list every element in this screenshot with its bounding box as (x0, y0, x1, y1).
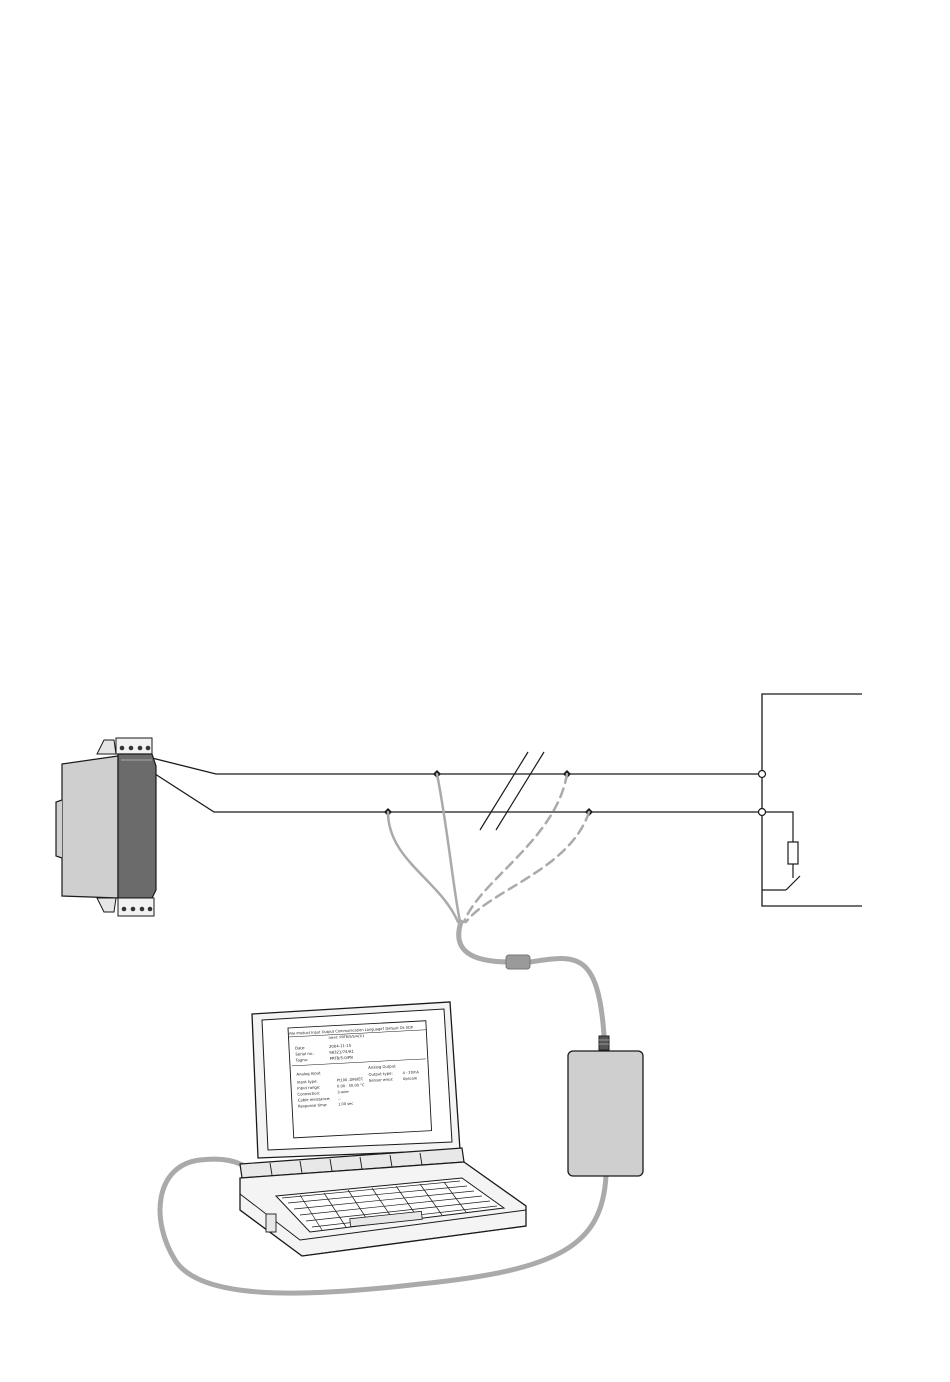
svg-text:Serial no.:: Serial no.: (295, 1051, 314, 1057)
cable-ferrite (505, 954, 531, 970)
terminal-bottom (757, 807, 767, 817)
usb-cable (157, 1156, 609, 1296)
svg-text:0.00 - 50.00 °C: 0.00 - 50.00 °C (337, 1083, 365, 1088)
svg-text:Connection:: Connection: (297, 1090, 320, 1096)
svg-text:Input range:: Input range: (297, 1084, 321, 1090)
modem-adapter (567, 1035, 644, 1177)
svg-text:Date:: Date: (295, 1045, 306, 1051)
svg-text:Response time:: Response time: (298, 1102, 328, 1109)
svg-text:2004-11-15: 2004-11-15 (329, 1043, 352, 1049)
screen-right-rows: Output type: 4 - 20mA Sensor error: Upsc… (368, 1070, 419, 1083)
svg-text:PRTB/S-0/PB: PRTB/S-0/PB (330, 1055, 354, 1061)
svg-text:...: ... (338, 1096, 342, 1100)
svg-text:Tagno:: Tagno: (295, 1057, 309, 1063)
screen-right-title: Analog Output (368, 1063, 396, 1069)
svg-text:3-wire: 3-wire (337, 1090, 349, 1095)
screen-info-rows: Date: 2004-11-15 Serial no.: 98321/74/A1… (295, 1043, 355, 1063)
switch-symbol (762, 875, 801, 891)
svg-text:Upscale: Upscale (403, 1076, 418, 1081)
svg-text:Cable resistance:: Cable resistance: (298, 1096, 331, 1103)
keyboard (274, 1177, 506, 1233)
modem-cable (456, 919, 607, 1038)
svg-text:Output type:: Output type: (368, 1071, 392, 1077)
laptop-screen: File Product Input Output Communication … (287, 1020, 433, 1139)
svg-text:98321/74/A1: 98321/74/A1 (329, 1049, 354, 1055)
svg-text:Input type:: Input type: (297, 1079, 318, 1085)
probe-leads (386, 772, 591, 924)
screen-left-rows: Input type: Pt100 ,DIN/IEC Input range: … (297, 1077, 365, 1109)
keyboard-keys (281, 1180, 498, 1231)
transmitter-device (55, 737, 157, 917)
break-marks (479, 751, 545, 831)
svg-text:4 - 20mA: 4 - 20mA (402, 1070, 419, 1075)
screen-menu-bar: File Product Input Output Communication … (289, 1025, 414, 1036)
receiver-box (761, 693, 862, 907)
spacebar (349, 1210, 423, 1228)
svg-text:Sensor error:: Sensor error: (369, 1077, 394, 1083)
svg-text:1.00 sec: 1.00 sec (338, 1102, 353, 1107)
loop-wires (151, 757, 758, 813)
screen-menu-sub: Ident: PRTB/S/S/4/3/1 (328, 1034, 364, 1040)
resistor-symbol (765, 811, 799, 878)
laptop-computer: File Product Input Output Communication … (239, 1001, 527, 1257)
screen-left-title: Analog Input (296, 1070, 321, 1076)
svg-text:Pt100 ,DIN/IEC: Pt100 ,DIN/IEC (337, 1077, 364, 1082)
terminal-top (757, 769, 767, 779)
